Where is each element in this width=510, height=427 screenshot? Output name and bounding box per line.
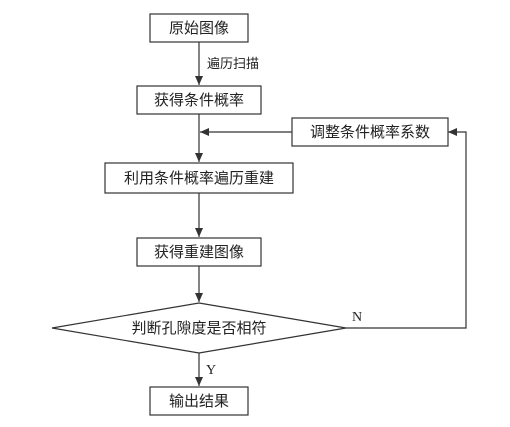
node-adjust-coefficient-label: 调整条件概率系数 <box>310 123 430 141</box>
node-reconstruct-label: 利用条件概率遍历重建 <box>124 169 274 187</box>
node-output-label: 输出结果 <box>169 392 229 410</box>
node-original-image-label: 原始图像 <box>169 19 229 37</box>
node-get-conditional-probability: 获得条件概率 <box>136 85 262 115</box>
edge-label-yes: Y <box>206 363 216 378</box>
node-original-image: 原始图像 <box>149 13 249 43</box>
edge-label-traverse-scan: 遍历扫描 <box>207 56 259 72</box>
node-adjust-coefficient: 调整条件概率系数 <box>291 117 449 147</box>
edge-label-no: N <box>352 310 362 325</box>
node-output: 输出结果 <box>149 386 249 416</box>
edge-no-to-adjust <box>346 128 467 329</box>
node-get-reconstructed-image-label: 获得重建图像 <box>154 243 244 261</box>
node-get-reconstructed-image: 获得重建图像 <box>136 237 262 267</box>
node-reconstruct: 利用条件概率遍历重建 <box>104 162 294 194</box>
decision-porosity-match: 判断孔隙度是否相符 <box>51 302 347 354</box>
decision-porosity-match-label: 判断孔隙度是否相符 <box>131 319 266 337</box>
node-get-conditional-probability-label: 获得条件概率 <box>154 91 244 109</box>
